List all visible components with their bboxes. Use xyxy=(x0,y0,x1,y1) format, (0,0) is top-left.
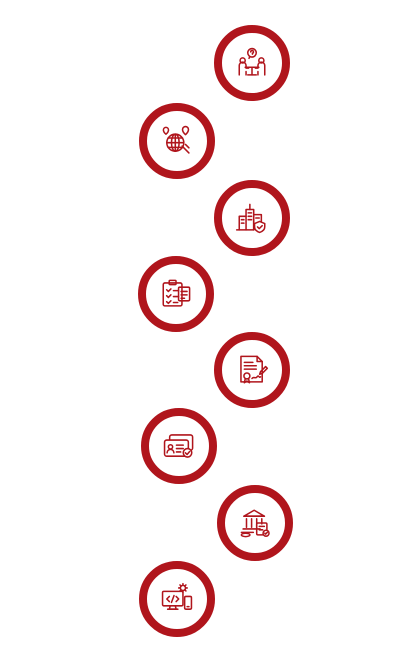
step-4-circle xyxy=(138,256,214,332)
consultation-meeting-icon xyxy=(238,47,266,76)
step-6-circle xyxy=(141,408,217,484)
step-2-circle xyxy=(139,103,215,179)
signed-contract-icon xyxy=(240,355,269,384)
step-5-circle xyxy=(214,332,290,408)
checklist-document-icon xyxy=(162,279,191,307)
step-8-circle xyxy=(139,561,215,637)
id-card-verification-icon xyxy=(163,434,194,458)
computer-development-icon xyxy=(161,582,193,610)
step-1-circle xyxy=(214,25,290,101)
step-7-circle xyxy=(217,485,293,561)
bank-approval-icon xyxy=(240,509,270,538)
step-3-circle xyxy=(214,180,290,256)
global-location-search-icon xyxy=(162,125,190,154)
company-protection-icon xyxy=(235,203,266,234)
